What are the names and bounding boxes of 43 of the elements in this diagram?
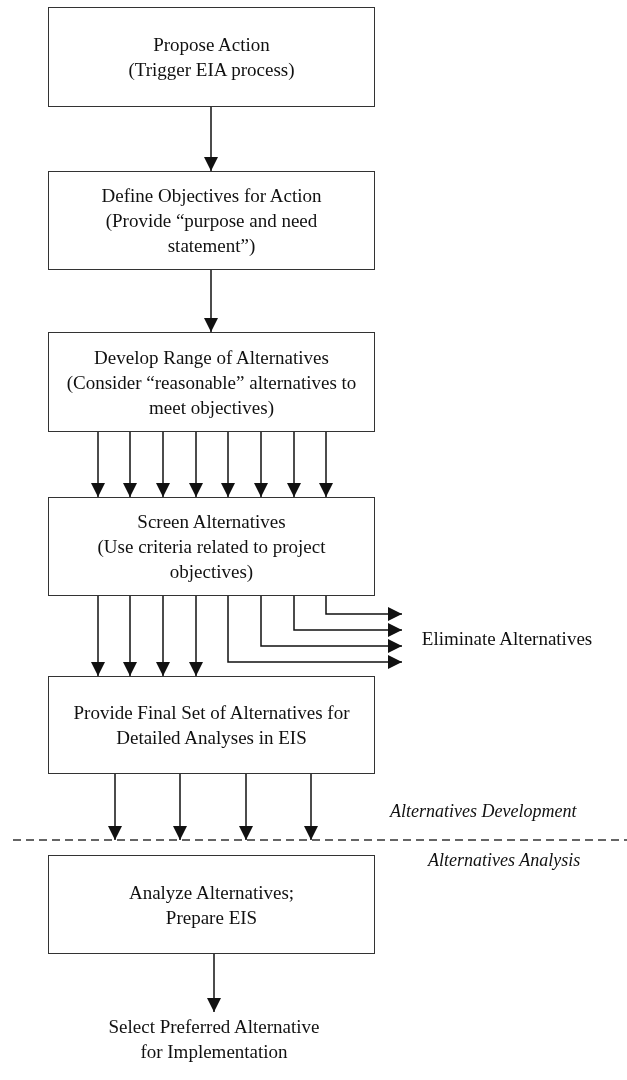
step-text: Analyze Alternatives; Prepare EIS [127,880,296,930]
process-box [48,171,375,270]
arrow [227,595,403,669]
section-label: Alternatives Analysis [428,850,581,871]
step-description: (Trigger EIA process) [128,58,295,82]
arrow [156,431,170,498]
process-box [48,497,375,596]
arrow [123,595,137,677]
step-text: Eliminate Alternatives [421,626,593,651]
arrow [287,431,301,498]
step-title: Propose Action [153,33,270,57]
arrow [123,431,137,498]
process-box [48,332,375,432]
arrow [91,595,105,677]
arrow [239,773,253,841]
arrow [260,595,403,653]
arrow [221,431,235,498]
arrow [189,431,203,498]
process-box [48,676,375,774]
arrow [156,595,170,677]
arrow [319,431,333,498]
process-box [48,7,375,107]
step-description: (Use criteria related to project objectives) [96,535,327,584]
step-text: Provide Final Set of Alternatives for Detailed Analyses in EIS [72,701,351,750]
process-box [48,855,375,954]
arrow [189,595,203,677]
arrow [204,269,218,333]
section-label: Alternatives Development [390,801,577,822]
step-description: (Consider “reasonable” alternatives to meet objectives) [65,370,358,420]
arrow [293,595,403,637]
arrow [173,773,187,841]
arrow [108,773,122,841]
step-title: Define Objectives for Action [101,184,322,208]
arrow [204,106,218,172]
step-description: (Provide “purpose and need statement”) [104,209,319,258]
arrow [304,773,318,841]
step-text: Select Preferred Alternative for Implementation [107,1015,321,1064]
arrow [325,595,403,621]
step-title: Screen Alternatives [137,510,286,534]
arrow [207,953,221,1013]
step-title: Develop Range of Alternatives [94,345,329,370]
arrow [91,431,105,498]
arrow [254,431,268,498]
